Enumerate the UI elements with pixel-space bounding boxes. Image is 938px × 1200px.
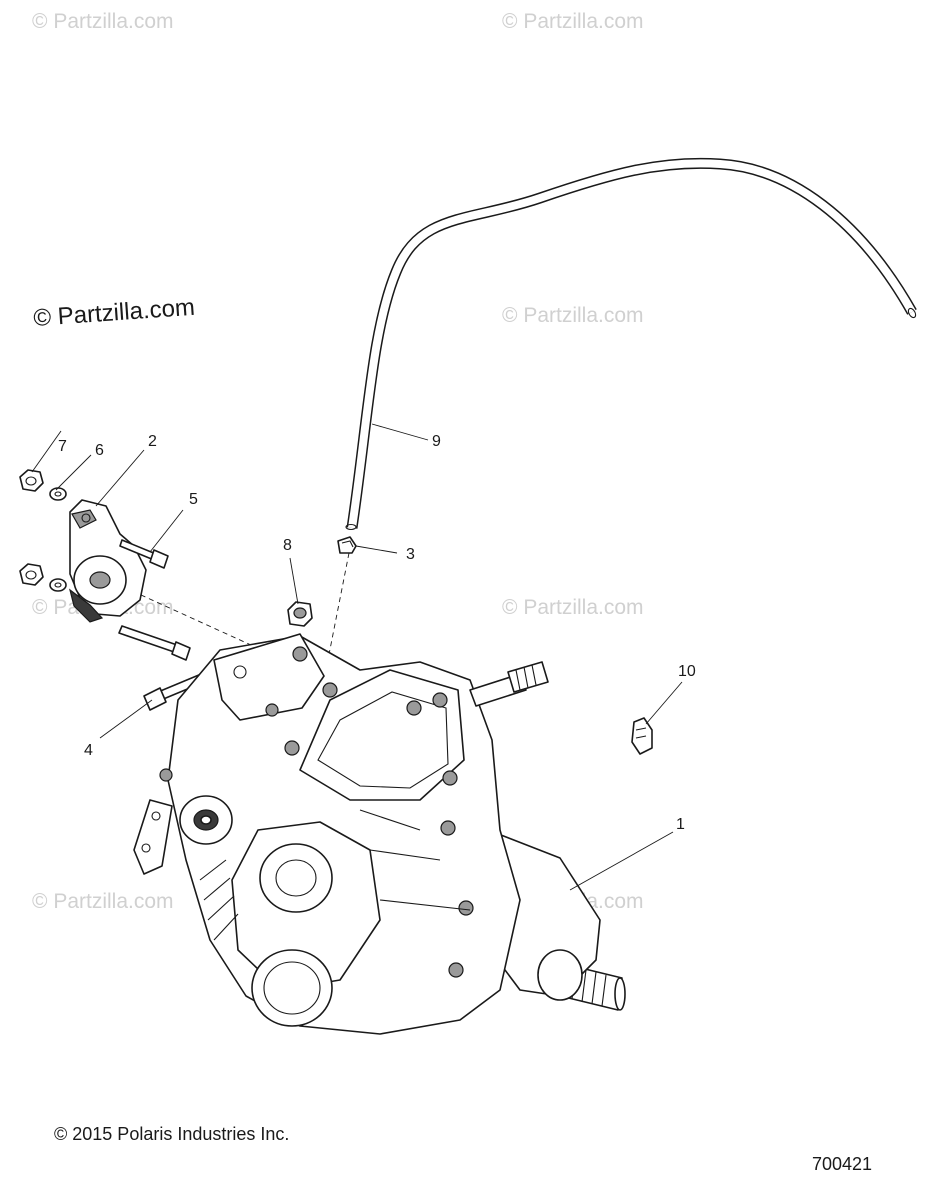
- callout-2: 2: [148, 433, 157, 450]
- leader-4: [99, 699, 153, 739]
- callout-1: 1: [676, 816, 685, 833]
- callout-4: 4: [84, 742, 93, 759]
- nut-lower: [19, 563, 44, 586]
- washer-lower: [49, 578, 67, 592]
- watermark-primary: © Partzilla.com: [33, 294, 196, 332]
- callout-labels: 7 6 2 5 8 3 9 4 10 1: [58, 433, 696, 833]
- leader-lines: [31, 423, 683, 891]
- watermark-top-left: © Partzilla.com: [32, 10, 174, 33]
- bolt-lower: [118, 625, 191, 661]
- clip: [631, 717, 653, 755]
- callout-5: 5: [189, 491, 198, 508]
- shift-sensor: [69, 499, 147, 623]
- watermark-mid-right-2: © Partzilla.com: [502, 596, 644, 619]
- hose-fitting: [337, 536, 357, 554]
- nut-upper: [19, 469, 44, 492]
- transmission-assembly: [133, 633, 626, 1035]
- callout-7: 7: [58, 438, 67, 455]
- bolt-upper: [119, 539, 169, 569]
- leader-3: [355, 545, 398, 554]
- callout-10: 10: [678, 663, 696, 680]
- leader-10: [645, 681, 683, 725]
- watermark-mid-right: © Partzilla.com: [502, 304, 644, 327]
- washer-upper: [49, 487, 67, 501]
- leader-9: [371, 423, 429, 441]
- bushing: [287, 601, 313, 627]
- vent-hose: [345, 157, 917, 531]
- leader-7: [31, 430, 62, 473]
- callout-9: 9: [432, 433, 441, 450]
- watermark-top-right: © Partzilla.com: [502, 10, 644, 33]
- leader-6: [55, 454, 92, 491]
- callout-8: 8: [283, 537, 292, 554]
- leader-2: [95, 449, 145, 507]
- leader-1: [569, 831, 674, 891]
- copyright-notice: © 2015 Polaris Industries Inc.: [54, 1124, 290, 1144]
- callout-6: 6: [95, 442, 104, 459]
- leader-5: [149, 509, 184, 553]
- diagram-number: 700421: [812, 1154, 873, 1174]
- leader-8: [289, 557, 299, 605]
- watermark-bottom-left: © Partzilla.com: [32, 890, 174, 913]
- callout-3: 3: [406, 546, 415, 563]
